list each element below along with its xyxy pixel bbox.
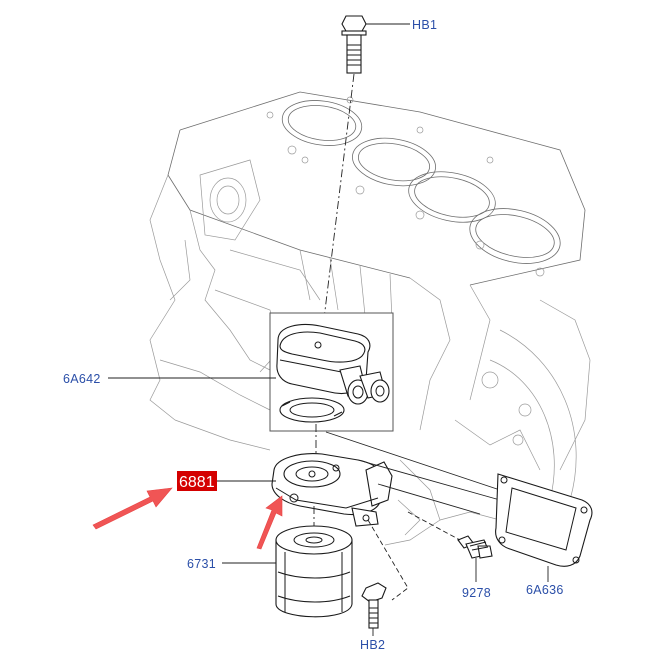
engine-block bbox=[149, 91, 591, 546]
callout-6a642: 6A642 bbox=[63, 372, 101, 386]
pointer-arrow-icon bbox=[92, 487, 173, 530]
callout-6881: 6881 bbox=[179, 474, 215, 491]
bolt-icon bbox=[341, 15, 367, 74]
gasket-icon bbox=[279, 397, 345, 423]
callout-9278: 9278 bbox=[462, 586, 491, 600]
oil-cooler-icon bbox=[276, 323, 390, 405]
callout-6731: 6731 bbox=[187, 557, 216, 571]
pointer-arrow-icon bbox=[256, 495, 283, 550]
bolt-icon bbox=[361, 582, 387, 629]
callout-6a636: 6A636 bbox=[526, 583, 564, 597]
callout-hb1: HB1 bbox=[412, 18, 437, 32]
gasket-icon bbox=[495, 473, 593, 567]
sensor-icon bbox=[457, 535, 493, 559]
oil-filter-adapter-icon bbox=[271, 453, 393, 527]
highlight-box-6881 bbox=[177, 471, 217, 491]
oil-filter-icon bbox=[275, 525, 353, 618]
callout-hb2: HB2 bbox=[360, 638, 385, 652]
